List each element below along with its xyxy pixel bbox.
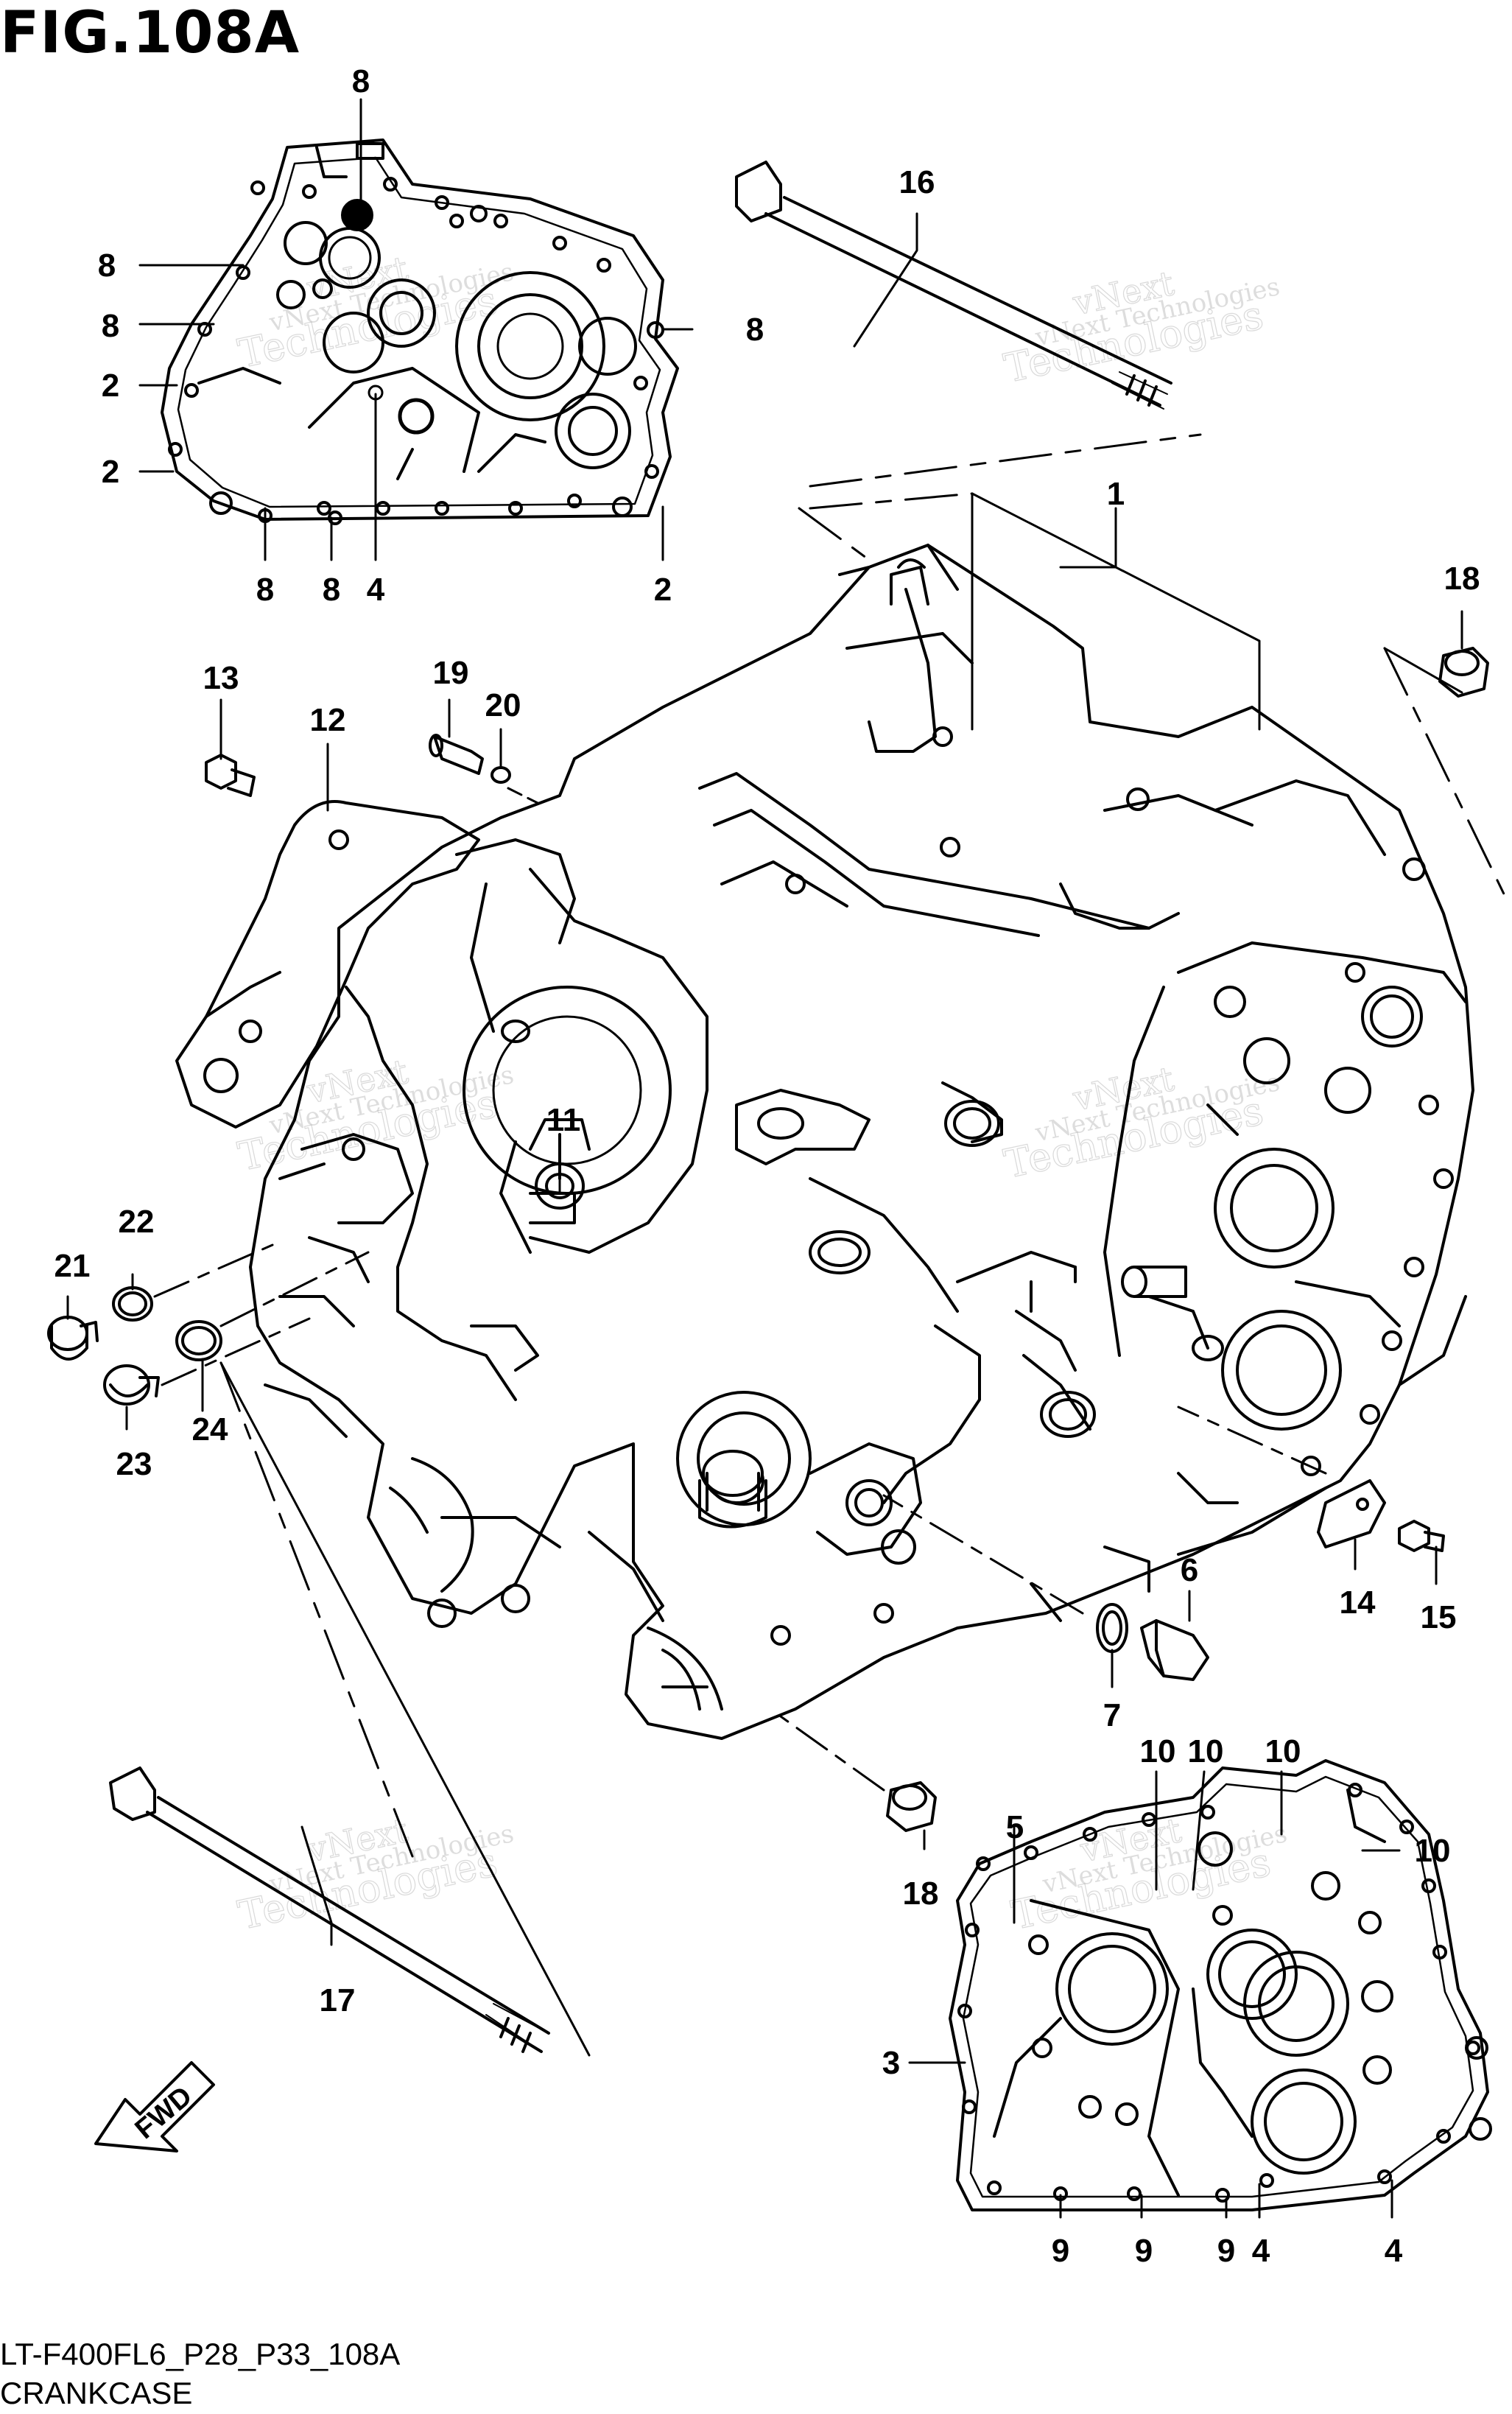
callout-8: 8 [746,312,764,348]
callout-9: 9 [1217,2233,1235,2269]
callout-21: 21 [54,1248,91,1284]
callout-20: 20 [485,687,521,723]
callout-2: 2 [102,368,119,404]
callout-8: 8 [102,308,119,344]
callout-15: 15 [1421,1599,1457,1635]
callout-8: 8 [352,63,370,99]
callout-10: 10 [1140,1733,1176,1769]
main-crankcase-assembly [249,544,1474,1740]
left-crankcase-bolt-view [161,138,679,525]
figure-title: FIG.108A [0,0,300,66]
callout-9: 9 [1135,2233,1153,2269]
callout-11: 11 [546,1102,581,1138]
callout-16: 16 [899,164,935,200]
leader-lines [66,98,1511,2219]
callout-1: 1 [1107,476,1125,512]
callout-6: 6 [1181,1552,1198,1588]
callout-23: 23 [116,1446,152,1482]
watermark-group: vNext Technologies vNext Technologies vN… [233,248,1290,1939]
callout-4: 4 [367,572,385,608]
crankcase-bolt-part-17 [109,1766,550,2053]
callout-3: 3 [882,2045,900,2081]
callout-9: 9 [1052,2233,1069,2269]
callout-4: 4 [1385,2233,1403,2269]
callout-22: 22 [119,1204,155,1240]
callout-2: 2 [654,572,672,608]
callout-7: 7 [1103,1697,1121,1733]
callout-12: 12 [310,702,346,738]
callout-8: 8 [323,572,340,608]
crankcase-bolt-part-16 [735,161,1172,410]
callout-10: 10 [1415,1833,1451,1869]
callout-4: 4 [1252,2233,1270,2269]
callout-8: 8 [98,248,116,284]
callout-24: 24 [192,1411,228,1448]
callout-19: 19 [433,655,469,691]
callout-18: 18 [903,1876,939,1912]
crankcase-gasket-part-12 [175,800,480,1129]
callout-10: 10 [1265,1733,1301,1769]
callout-2: 2 [102,454,119,490]
callout-labels: 8 8 8 8 2 2 8 8 4 2 16 1 18 13 19 20 12 … [54,63,1480,2269]
small-parts: FWD [47,647,1489,2152]
diagram-code: LT-F400FL6_P28_P33_108A [0,2337,401,2371]
callout-10: 10 [1188,1733,1224,1769]
callout-13: 13 [203,660,239,696]
callout-5: 5 [1006,1809,1024,1845]
callout-18: 18 [1444,561,1480,597]
diagram-name: CRANKCASE [0,2376,193,2410]
callout-17: 17 [320,1982,356,2018]
callout-8: 8 [256,572,274,608]
callout-14: 14 [1340,1585,1376,1621]
right-crankcase-bolt-view [949,1759,1492,2211]
